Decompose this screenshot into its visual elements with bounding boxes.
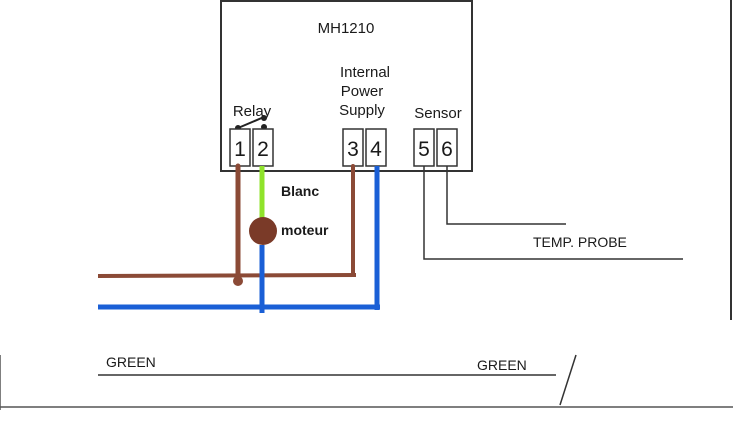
relay-contact-2 bbox=[261, 115, 267, 121]
relay-group-label: Relay bbox=[233, 103, 272, 120]
motor-label: moteur bbox=[281, 222, 329, 238]
power-group-label-line-2: Power bbox=[341, 83, 384, 100]
sensor-group-label: Sensor bbox=[414, 105, 462, 122]
probe-wire-terminal-5 bbox=[423, 166, 683, 260]
ground-line-break bbox=[559, 354, 577, 406]
brown-junction-node bbox=[233, 276, 243, 286]
motor-symbol bbox=[249, 217, 277, 245]
ground-label-right: GREEN bbox=[477, 357, 527, 373]
power-group-label-line-3: Supply bbox=[339, 102, 385, 119]
ground-label-left: GREEN bbox=[106, 354, 156, 370]
relay-switch-blade bbox=[237, 116, 265, 129]
brown-supply-line bbox=[97, 273, 357, 278]
white-wire-label: Blanc bbox=[281, 183, 319, 199]
terminal-1-label: 1 bbox=[234, 138, 246, 161]
terminal-4-label: 4 bbox=[370, 138, 382, 161]
terminal-2-label: 2 bbox=[257, 138, 269, 161]
temp-probe-label: TEMP. PROBE bbox=[533, 234, 627, 250]
module-title: MH1210 bbox=[318, 20, 375, 37]
probe-wire-terminal-6 bbox=[446, 166, 566, 225]
terminal-6-label: 6 bbox=[441, 138, 453, 161]
terminal-3-label: 3 bbox=[347, 138, 359, 161]
terminal-5-label: 5 bbox=[418, 138, 430, 161]
power-group-label-line-1: Internal bbox=[340, 64, 390, 81]
